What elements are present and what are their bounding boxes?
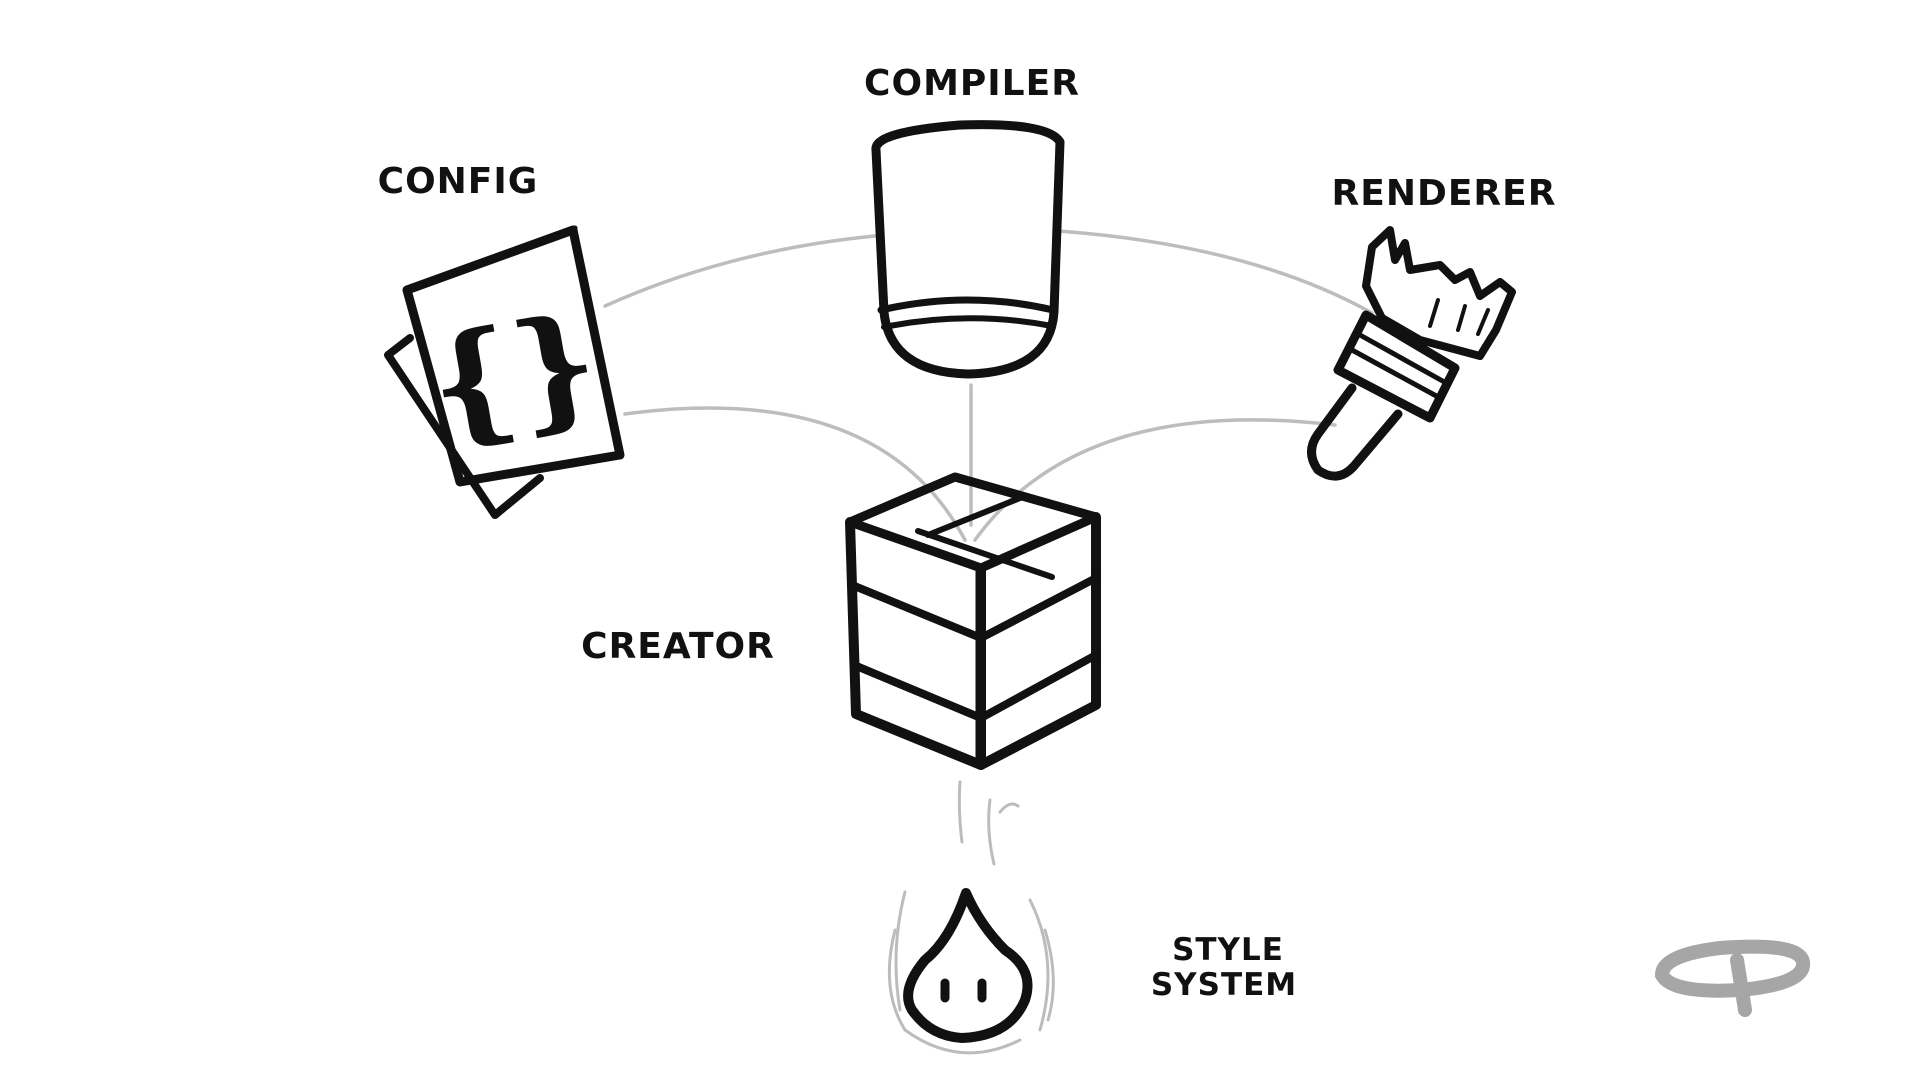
config-label: CONFIG <box>378 161 539 202</box>
compiler-node: COMPILER <box>864 63 1080 379</box>
connectors <box>603 229 1374 542</box>
creator-label: CREATOR <box>581 626 775 667</box>
style-system-node: STYLE SYSTEM <box>887 780 1297 1055</box>
paintbrush-icon <box>1307 226 1516 481</box>
style-system-label-line2: SYSTEM <box>1151 967 1297 1003</box>
connector-compiler-renderer <box>1056 229 1374 315</box>
connector-config-compiler <box>603 234 877 308</box>
config-node: CONFIG {} <box>378 161 625 519</box>
renderer-label: RENDERER <box>1332 173 1557 214</box>
braces-glyph: {} <box>418 285 609 465</box>
jar-icon <box>871 120 1065 379</box>
style-system-label-line1: STYLE <box>1172 932 1284 968</box>
json-document-icon: {} <box>384 225 625 519</box>
cube-icon <box>845 472 1101 770</box>
p-logo-icon <box>1654 939 1811 1017</box>
connector-renderer-creator <box>973 418 1337 542</box>
connector-config-creator <box>623 406 967 542</box>
renderer-node: RENDERER <box>1307 173 1557 481</box>
flame-droplet-icon <box>887 780 1055 1055</box>
compiler-label: COMPILER <box>864 63 1080 104</box>
creator-node: CREATOR <box>581 472 1101 770</box>
